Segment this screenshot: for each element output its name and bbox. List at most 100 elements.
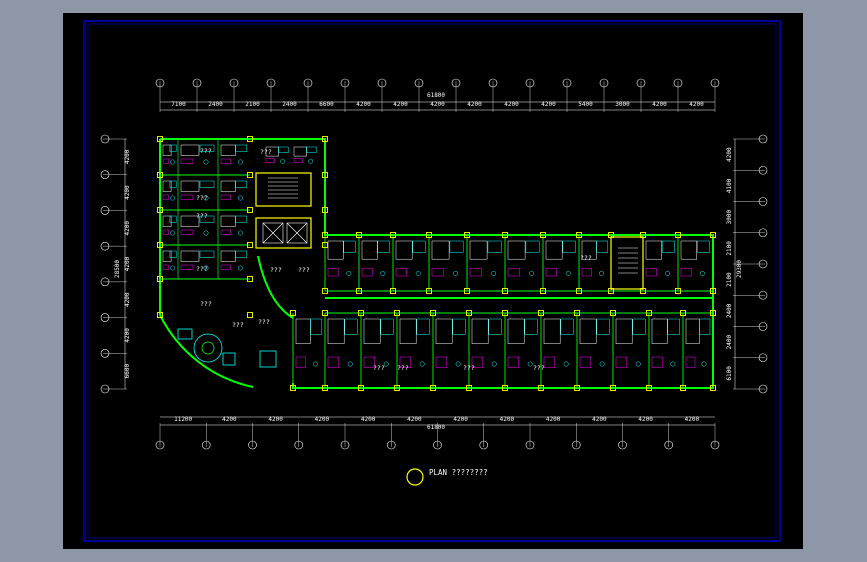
bed	[327, 240, 344, 260]
dimension-label: 11200	[174, 416, 192, 423]
dimension-label: 2400	[208, 101, 223, 108]
wardrobe	[651, 356, 663, 368]
sheet-frame	[83, 20, 781, 542]
dimension-label: 4100	[726, 178, 733, 193]
dimension-label: 4200	[689, 101, 704, 108]
bathroom	[278, 146, 289, 153]
bathroom	[343, 240, 356, 253]
bathroom	[235, 215, 248, 223]
room-label: ???	[463, 364, 475, 372]
column	[710, 385, 716, 391]
column	[466, 385, 472, 391]
wardrobe	[685, 356, 696, 368]
room-labels: ??? ??? ??? ??? ??? ??? ??? ??? ??? ??? …	[196, 147, 592, 372]
dimension-label: 4200	[546, 416, 561, 423]
bathroom	[235, 144, 248, 152]
chair	[455, 361, 461, 367]
bathroom	[449, 240, 464, 253]
grid-bubble	[488, 78, 498, 88]
chair	[203, 159, 209, 165]
bed	[180, 144, 200, 156]
wardrobe	[180, 229, 194, 235]
column	[646, 310, 652, 316]
grid-bubble	[562, 78, 572, 88]
wardrobe	[471, 356, 484, 368]
wardrobe	[543, 356, 556, 368]
room-label: ???	[298, 266, 310, 274]
dimension-label: 2400	[726, 303, 733, 318]
column	[464, 288, 470, 294]
column	[574, 385, 580, 391]
dimension-label: 4200	[652, 101, 667, 108]
chair	[491, 270, 497, 276]
chair	[170, 230, 176, 236]
chair	[380, 270, 386, 276]
bed	[293, 146, 307, 157]
wardrobe	[645, 267, 657, 277]
dimension-label: 2400	[282, 101, 297, 108]
bathroom	[697, 240, 710, 253]
bed	[162, 250, 172, 262]
dimension-label: 4200	[726, 147, 733, 162]
bathroom	[235, 180, 248, 188]
bathroom	[199, 144, 215, 152]
grid-bubble	[155, 78, 165, 88]
dimension-label: 5400	[578, 101, 593, 108]
dimension-label: 4200	[124, 256, 131, 271]
chair	[529, 270, 535, 276]
grid-bubble	[294, 440, 304, 450]
column	[247, 242, 253, 248]
room-label: ???	[196, 212, 208, 220]
column	[610, 385, 616, 391]
wardrobe	[162, 194, 169, 200]
wardrobe	[220, 229, 231, 235]
room-label: ???	[397, 364, 409, 372]
grid-bubble	[758, 384, 768, 394]
bathroom	[667, 318, 680, 335]
column	[394, 385, 400, 391]
bathroom	[344, 318, 358, 335]
wardrobe	[579, 356, 592, 368]
column	[646, 385, 652, 391]
bed	[327, 318, 345, 344]
wardrobe	[361, 267, 373, 277]
bed	[395, 240, 413, 260]
wardrobe	[162, 264, 169, 270]
room-label: ???	[196, 265, 208, 273]
dimension-label: 4200	[407, 416, 422, 423]
dimension-label: 4200	[124, 221, 131, 236]
chair	[237, 265, 243, 271]
wardrobe	[220, 194, 231, 200]
grid-bubble	[100, 384, 110, 394]
chair	[527, 361, 533, 367]
wardrobe	[180, 194, 194, 200]
column	[540, 232, 546, 238]
bed	[220, 215, 236, 227]
column	[157, 207, 163, 213]
column	[322, 242, 328, 248]
wardrobe	[162, 229, 169, 235]
column	[675, 288, 681, 294]
bed	[615, 318, 633, 344]
bed	[180, 215, 200, 227]
chair	[491, 361, 497, 367]
bathroom	[199, 215, 215, 223]
dimension-label: 4200	[504, 101, 519, 108]
column	[538, 310, 544, 316]
grid-bubble	[377, 78, 387, 88]
grid-bubble	[571, 440, 581, 450]
column	[247, 172, 253, 178]
wardrobe	[431, 267, 444, 277]
column	[710, 288, 716, 294]
grid-bubble	[673, 78, 683, 88]
wardrobe	[180, 158, 194, 164]
bathroom	[596, 318, 610, 335]
wardrobe	[469, 267, 482, 277]
column	[502, 232, 508, 238]
grid-bubble	[618, 440, 627, 450]
column	[502, 385, 508, 391]
bathroom	[199, 250, 215, 258]
column	[358, 385, 364, 391]
